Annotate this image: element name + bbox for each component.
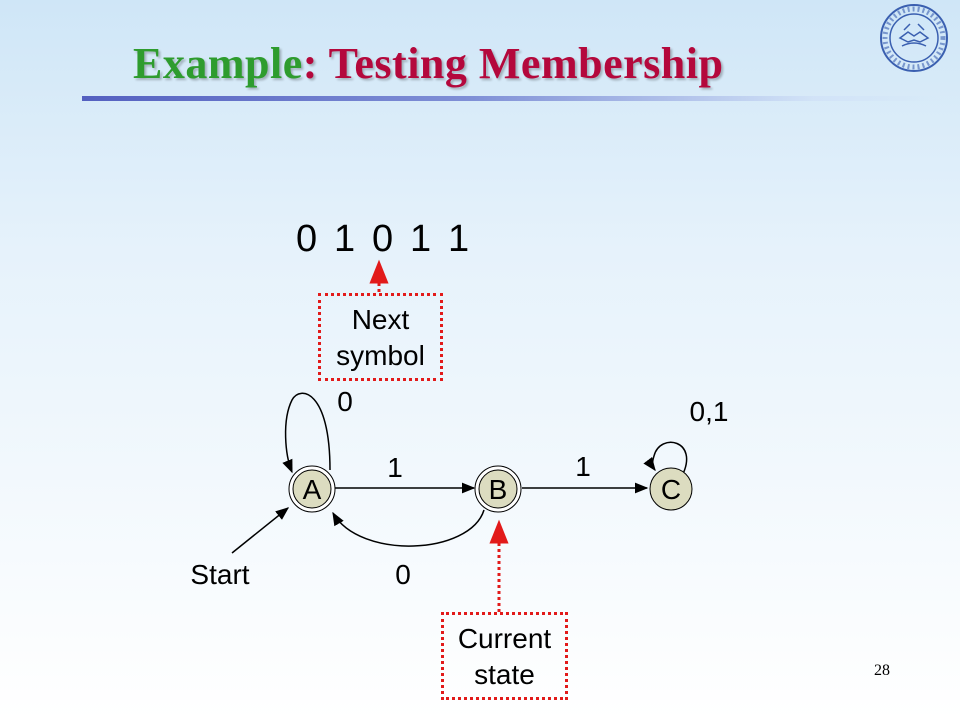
label-a-a: 0 xyxy=(337,386,353,417)
transition-b-a xyxy=(332,509,485,547)
label-b-c: 1 xyxy=(575,451,591,482)
page-number: 28 xyxy=(874,662,890,679)
title-part-rest: : Testing Membership xyxy=(302,39,724,88)
title-underline xyxy=(82,96,942,101)
callout-line: Next xyxy=(351,304,410,335)
start-arrow xyxy=(231,507,290,554)
transition-a-a xyxy=(282,392,331,474)
title-part-example: Example xyxy=(133,39,303,88)
callout-line: Current xyxy=(457,623,552,654)
state-label-c: C xyxy=(661,474,681,505)
transition-c-c xyxy=(643,441,688,477)
input-symbol: 0 xyxy=(372,218,395,260)
input-symbol: 1 xyxy=(410,218,433,260)
label-c-c: 0,1 xyxy=(690,396,729,427)
slide-title: Example: Testing Membership xyxy=(133,38,723,89)
label-a-b: 1 xyxy=(387,452,403,483)
state-label-b: B xyxy=(489,474,508,505)
state-label-a: A xyxy=(303,474,322,505)
state-c: C xyxy=(649,467,693,511)
input-symbol: 1 xyxy=(448,218,471,260)
university-seal-icon xyxy=(880,4,948,72)
state-b: B xyxy=(474,465,522,513)
input-symbol: 0 xyxy=(296,218,319,260)
label-b-a: 0 xyxy=(395,559,411,590)
callout-line: symbol xyxy=(336,340,425,371)
callout-line: state xyxy=(474,659,535,690)
input-symbol: 1 xyxy=(334,218,357,260)
state-a: A xyxy=(288,465,336,513)
current-state-callout: Current state xyxy=(441,612,568,700)
next-symbol-callout: Next symbol xyxy=(318,293,443,381)
start-label: Start xyxy=(190,559,249,590)
